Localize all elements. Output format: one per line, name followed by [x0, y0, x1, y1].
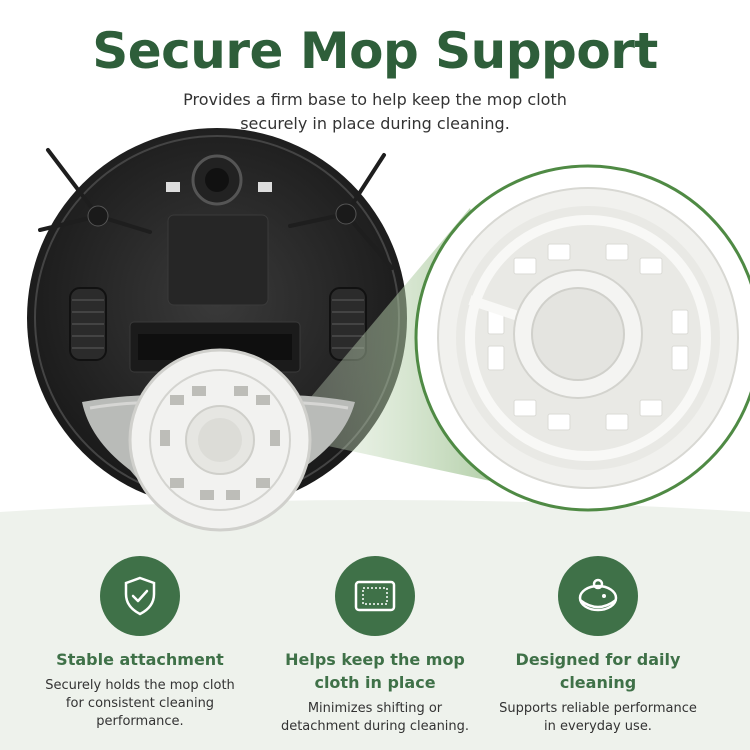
feature-description: Securely holds the mop cloth for consist… [45, 678, 235, 729]
mop-cloth-frame-icon [335, 556, 415, 636]
feature-stable-attachment: Stable attachment Securely holds the mop… [40, 556, 240, 731]
page-subtitle: Provides a firm base to help keep the mo… [183, 90, 567, 133]
feature-description: Supports reliable performance in everyda… [499, 701, 697, 734]
page-title: Secure Mop Support [92, 22, 658, 80]
mop-plate-small [128, 348, 312, 532]
feature-title: Designed for daily cleaning [515, 650, 681, 692]
mop-plate-magnified [414, 164, 750, 512]
feature-title: Helps keep the mop cloth in place [285, 650, 465, 692]
feature-title: Stable attachment [56, 650, 224, 669]
feature-mop-cloth-in-place: Helps keep the mop cloth in place Minimi… [275, 556, 475, 736]
feature-description: Minimizes shifting or detachment during … [280, 701, 470, 734]
feature-daily-cleaning: Designed for daily cleaning Supports rel… [498, 556, 698, 736]
shield-check-icon [100, 556, 180, 636]
robot-vacuum-icon [558, 556, 638, 636]
